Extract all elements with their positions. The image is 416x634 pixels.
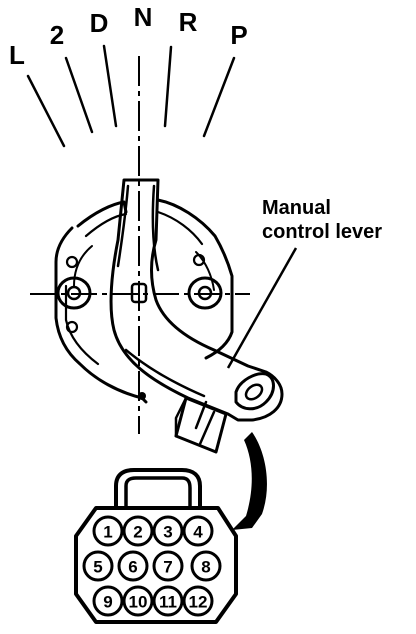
gear-label-d: D — [90, 8, 109, 38]
housing-screws — [65, 253, 206, 400]
connector-pin-label: 4 — [193, 523, 203, 542]
connector-pin-circle — [117, 550, 149, 582]
pointer-line-d — [102, 44, 118, 128]
connector-pin-circle — [152, 585, 184, 617]
connector-pin-label: 8 — [201, 558, 210, 577]
connector-pin-circle — [182, 585, 214, 617]
connector-latch — [114, 468, 202, 510]
connector-pin-label: 2 — [133, 523, 142, 542]
connector-pin-8: 8 — [190, 550, 222, 582]
connector-pin-2: 2 — [122, 515, 154, 547]
connector-pin-circle — [152, 550, 184, 582]
connector-pin-4: 4 — [182, 515, 214, 547]
lever-tip-slot — [234, 372, 275, 411]
connector-pin-6: 6 — [117, 550, 149, 582]
gear-position-lines — [26, 44, 236, 148]
connector-pin-circle — [152, 515, 184, 547]
screw-upper-left — [65, 255, 79, 269]
gear-label-2: 2 — [50, 20, 64, 50]
switch-connector-plug — [174, 396, 228, 454]
housing-inner-arc — [64, 210, 204, 366]
lever-inner-edge — [116, 184, 206, 398]
connector-pin-3: 3 — [152, 515, 184, 547]
connector-pin-label: 9 — [103, 593, 112, 612]
connector-pin-circle — [182, 515, 214, 547]
connector-pin-10: 10 — [122, 585, 154, 617]
connector-pin-label: 6 — [128, 558, 137, 577]
connector-pin-circle — [82, 550, 114, 582]
gear-label-n: N — [134, 2, 153, 32]
connector-closeup — [74, 468, 238, 624]
connector-pin-label: 7 — [163, 558, 172, 577]
pointer-line-p — [202, 56, 236, 138]
connector-pin-label: 11 — [159, 593, 177, 612]
pointer-line-2 — [64, 56, 94, 134]
pointer-line-r — [163, 45, 173, 128]
connector-shell — [74, 506, 238, 624]
connector-pin-circle — [190, 550, 222, 582]
callout-leader-line — [226, 247, 298, 369]
gear-label-l: L — [9, 40, 25, 70]
connector-pin-label: 1 — [103, 523, 112, 542]
callout-line-manual: Manual — [262, 197, 331, 219]
switch-housing — [54, 198, 234, 404]
pointer-line-l — [26, 74, 66, 148]
gear-label-r: R — [179, 7, 198, 37]
connector-pin-1: 1 — [92, 515, 124, 547]
connector-pin-label: 12 — [189, 593, 208, 612]
connector-pin-11: 11 — [152, 585, 184, 617]
connector-pin-5: 5 — [82, 550, 114, 582]
callout-line-control-lever: control lever — [262, 221, 382, 243]
connector-pin-circle — [92, 515, 124, 547]
connector-pin-circle — [122, 515, 154, 547]
connector-pin-circle — [92, 585, 124, 617]
screw-upper-right — [192, 253, 206, 267]
lever-center-slot — [130, 282, 148, 304]
connector-arrow — [232, 432, 267, 530]
connector-pin-9: 9 — [92, 585, 124, 617]
connector-pin-label: 5 — [93, 558, 102, 577]
manual-control-lever — [109, 178, 284, 422]
screw-lower-left — [65, 320, 79, 334]
connector-pin-label: 10 — [129, 593, 148, 612]
connector-pin-12: 12 — [182, 585, 214, 617]
connector-pin-label: 3 — [163, 523, 172, 542]
gear-label-p: P — [230, 20, 247, 50]
connector-pin-circle — [122, 585, 154, 617]
connector-pin-7: 7 — [152, 550, 184, 582]
